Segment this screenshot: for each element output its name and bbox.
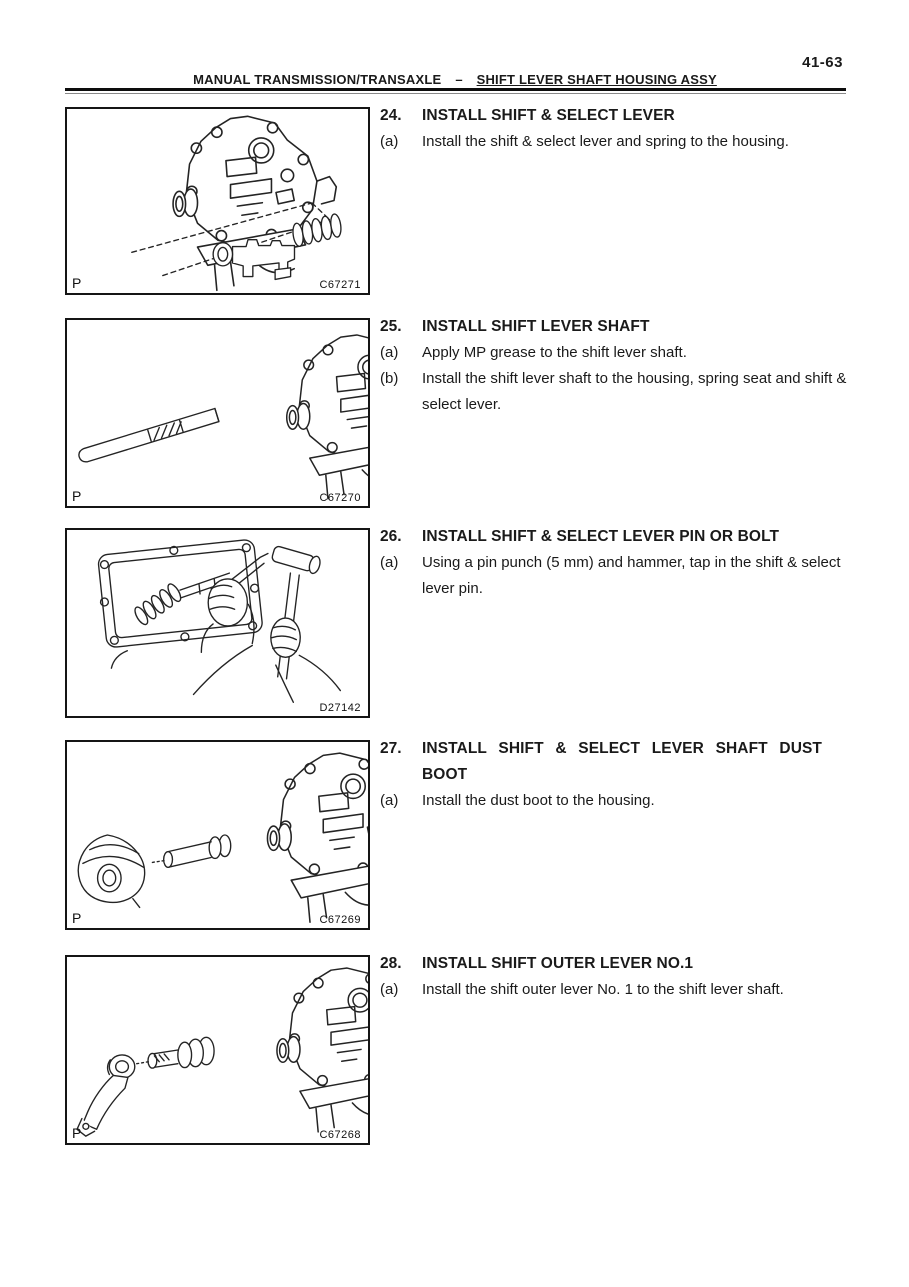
substep-label: (a) <box>380 344 399 361</box>
substep-label: (a) <box>380 792 399 809</box>
figure-step25-illustration <box>78 334 368 500</box>
figure-corner-label: P <box>72 910 82 926</box>
step-24: 24. INSTALL SHIFT & SELECT LEVER (a) Ins… <box>380 103 848 155</box>
figure-step24-illustration <box>131 115 342 292</box>
step-number: 25. <box>380 318 402 335</box>
figure-step27: P C67269 <box>65 740 370 930</box>
step-number: 26. <box>380 528 402 545</box>
substep-label: (b) <box>380 370 399 387</box>
step-title: INSTALL SHIFT & SELECT LEVER <box>422 107 675 124</box>
substep-text: Install the shift outer lever No. 1 to t… <box>422 981 784 998</box>
figure-code: C67270 <box>319 492 361 504</box>
figure-step24: P C67271 <box>65 107 370 295</box>
step-title: INSTALL SHIFT & SELECT LEVER SHAFT DUST … <box>422 740 822 783</box>
step-26: 26. INSTALL SHIFT & SELECT LEVER PIN OR … <box>380 524 848 602</box>
step-title: INSTALL SHIFT & SELECT LEVER PIN OR BOLT <box>422 528 780 545</box>
step-title: INSTALL SHIFT LEVER SHAFT <box>422 318 650 335</box>
header-section: MANUAL TRANSMISSION/TRANSAXLE <box>193 72 442 87</box>
header-separator: – <box>455 72 463 87</box>
figure-code: C67269 <box>319 914 361 926</box>
figure-corner-label: P <box>72 1125 82 1141</box>
figure-code: C67271 <box>319 279 361 291</box>
figure-step28-illustration <box>76 967 368 1137</box>
substep-label: (a) <box>380 133 399 150</box>
step-28: 28. INSTALL SHIFT OUTER LEVER NO.1 (a) I… <box>380 951 848 1003</box>
step-number: 24. <box>380 107 402 124</box>
figure-step28: P C67268 <box>65 955 370 1145</box>
step-number: 28. <box>380 955 402 972</box>
page-number: 41-63 <box>802 54 843 71</box>
substep-text: Install the shift & select lever and spr… <box>422 133 789 150</box>
substep-text: Install the shift lever shaft to the hou… <box>422 370 847 413</box>
step-title: INSTALL SHIFT OUTER LEVER NO.1 <box>422 955 694 972</box>
header-rule-heavy <box>65 88 846 91</box>
substep-label: (a) <box>380 981 399 998</box>
figure-step26: D27142 <box>65 528 370 718</box>
step-27: 27. INSTALL SHIFT & SELECT LEVER SHAFT D… <box>380 736 848 814</box>
header-rule-thin <box>65 93 846 94</box>
figure-code: C67268 <box>319 1129 361 1141</box>
substep-label: (a) <box>380 554 399 571</box>
step-25: 25. INSTALL SHIFT LEVER SHAFT (a) Apply … <box>380 314 848 418</box>
figure-corner-label: P <box>72 488 82 504</box>
figure-step26-illustration <box>97 539 342 703</box>
figure-step27-illustration <box>77 752 368 923</box>
substep-text: Apply MP grease to the shift lever shaft… <box>422 344 687 361</box>
running-header: MANUAL TRANSMISSION/TRANSAXLE–SHIFT LEVE… <box>65 72 845 87</box>
substep-text: Install the dust boot to the housing. <box>422 792 655 809</box>
substep-text: Using a pin punch (5 mm) and hammer, tap… <box>422 554 841 597</box>
step-number: 27. <box>380 740 402 757</box>
header-subsection: SHIFT LEVER SHAFT HOUSING ASSY <box>476 72 717 87</box>
figure-step25: P C67270 <box>65 318 370 508</box>
figure-corner-label: P <box>72 275 82 291</box>
figure-code: D27142 <box>319 702 361 714</box>
